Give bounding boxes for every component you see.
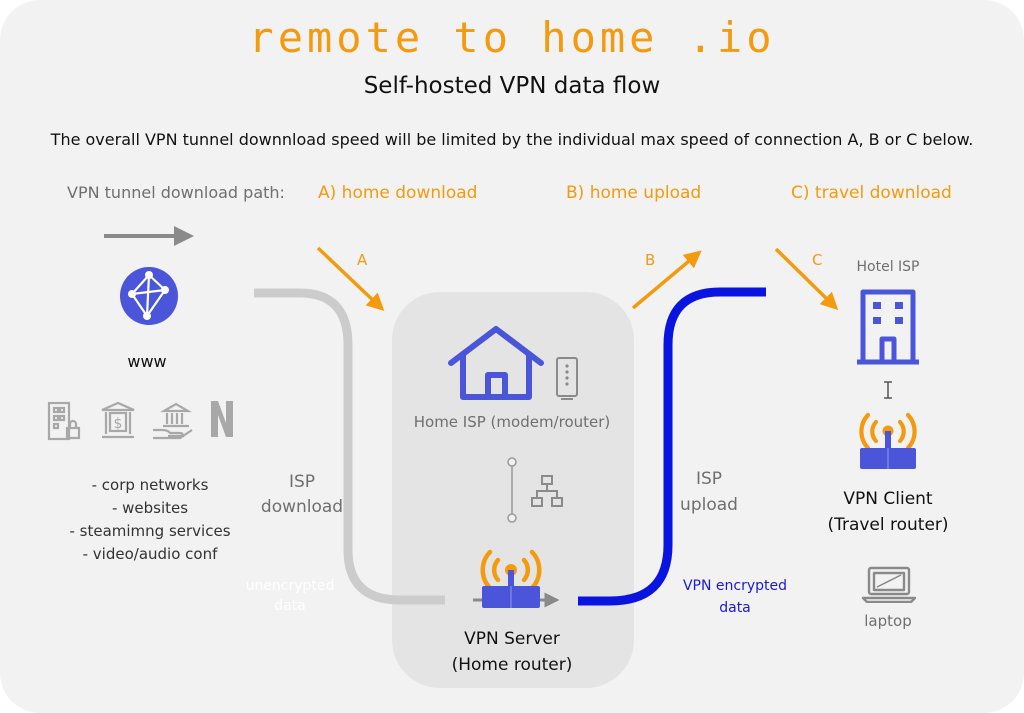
letter-c: C <box>812 251 823 269</box>
netflix-logo-icon <box>211 401 233 437</box>
home-isp-label: Home ISP (modem/router) <box>413 413 611 431</box>
bank-dollar-icon: $ <box>101 401 135 439</box>
laptop-label: laptop <box>864 612 912 630</box>
vpn-client-label: VPN Client (Travel router) <box>827 486 948 538</box>
building-lock-icon <box>47 401 81 441</box>
vpn-server-line: (Home router) <box>451 655 573 675</box>
www-label: www <box>127 352 167 371</box>
vpn-server-label: VPN Server (Home router) <box>452 626 573 678</box>
vpn-encrypted-line: VPN encrypted <box>682 578 788 594</box>
letter-b: B <box>645 251 656 269</box>
connection-b-label: B) home upload <box>566 183 702 203</box>
isp-download-line: download <box>260 497 344 517</box>
connection-a-label: A) home download <box>318 183 478 203</box>
isp-upload-line: ISP <box>695 469 723 489</box>
isp-upload-line: upload <box>680 495 738 515</box>
unencrypted-data-label: unencrypted data <box>246 576 335 616</box>
vpn-server-line: VPN Server <box>464 629 560 649</box>
path-label: VPN tunnel download path: <box>67 183 285 202</box>
vpn-server-router-icon <box>480 549 542 608</box>
service-item: - video/audio conf <box>82 545 218 563</box>
network-icon <box>531 475 563 507</box>
brand-title: remote to home .io <box>248 13 776 62</box>
service-item: - websites <box>111 499 189 517</box>
connection-c-label: C) travel download <box>791 183 952 203</box>
unencrypted-line: data <box>274 598 306 614</box>
isp-download-label: ISP download <box>261 470 343 520</box>
bank-hand-icon <box>153 402 193 440</box>
diagram-subtitle: Self-hosted VPN data flow <box>363 73 661 99</box>
hotel-building-icon <box>857 289 919 365</box>
globe-icon <box>120 267 178 325</box>
isp-download-line: ISP <box>288 472 316 492</box>
isp-upload-label: ISP upload <box>680 466 738 518</box>
hotel-isp-label: Hotel ISP <box>856 259 920 275</box>
vpn-client-router-icon <box>859 412 917 469</box>
service-item: - steamimng services <box>69 522 231 540</box>
svg-text:$: $ <box>114 416 123 432</box>
service-item: - corp networks <box>91 476 209 494</box>
home-icon <box>448 326 544 400</box>
www-services-list: - corp networks - websites - steamimng s… <box>69 474 230 566</box>
vpn-encrypted-line: data <box>719 600 751 616</box>
vpn-client-line: (Travel router) <box>827 515 949 535</box>
laptop-icon <box>861 566 917 603</box>
unencrypted-line: unencrypted <box>245 578 335 594</box>
modem-icon <box>556 357 578 400</box>
vpn-encrypted-data-label: VPN encrypted data <box>683 575 787 619</box>
vpn-client-line: VPN Client <box>843 489 933 509</box>
letter-a: A <box>357 251 368 269</box>
speed-note: The overall VPN tunnel downnload speed w… <box>50 130 974 149</box>
